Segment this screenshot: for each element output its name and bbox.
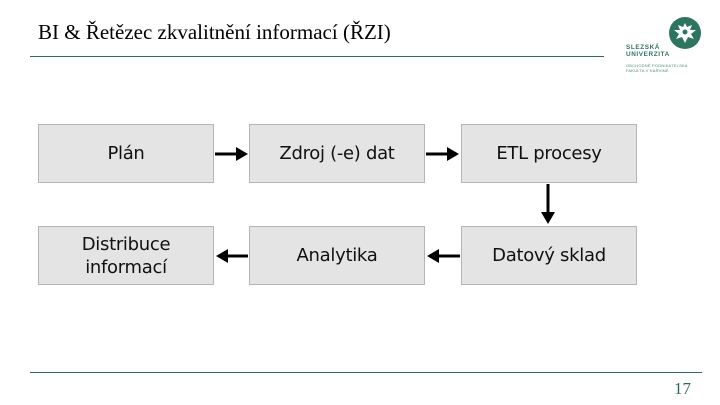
arrow-analytika-to-distribuce — [216, 249, 248, 263]
footer-divider — [30, 372, 702, 373]
logo-line-2: UNIVERZITA — [626, 51, 670, 59]
arrow-sklad-to-analytika — [427, 249, 460, 263]
slide-title: BI & Řetězec zkvalitnění informací (ŘZI) — [38, 20, 391, 44]
logo-faculty: OBCHODNĚ PODNIKATELSKÁ FAKULTA V KARVINÉ — [626, 63, 688, 73]
logo-line-1: SLEZSKÁ — [626, 44, 661, 51]
node-plan: Plán — [38, 124, 214, 183]
title-divider — [30, 56, 604, 57]
node-zdroj-dat: Zdroj (-e) dat — [249, 124, 425, 183]
university-logo: SLEZSKÁ UNIVERZITA OBCHODNĚ PODNIKATELSK… — [624, 16, 708, 82]
node-datovy-sklad: Datový sklad — [461, 226, 637, 285]
arrow-plan-to-zdroj — [215, 147, 248, 161]
eagle-emblem-icon — [669, 17, 701, 49]
logo-line-4: FAKULTA V KARVINÉ — [626, 68, 669, 73]
node-analytika: Analytika — [249, 226, 425, 285]
arrow-etl-to-sklad — [541, 184, 555, 224]
node-etl-procesy: ETL procesy — [461, 124, 637, 183]
logo-line-3: OBCHODNĚ PODNIKATELSKÁ — [626, 63, 688, 68]
logo-wordmark: SLEZSKÁ UNIVERZITA — [626, 44, 670, 59]
page-number: 17 — [674, 379, 691, 398]
arrow-zdroj-to-etl — [426, 147, 459, 161]
node-distribuce-informaci: Distribuce informací — [38, 226, 214, 285]
